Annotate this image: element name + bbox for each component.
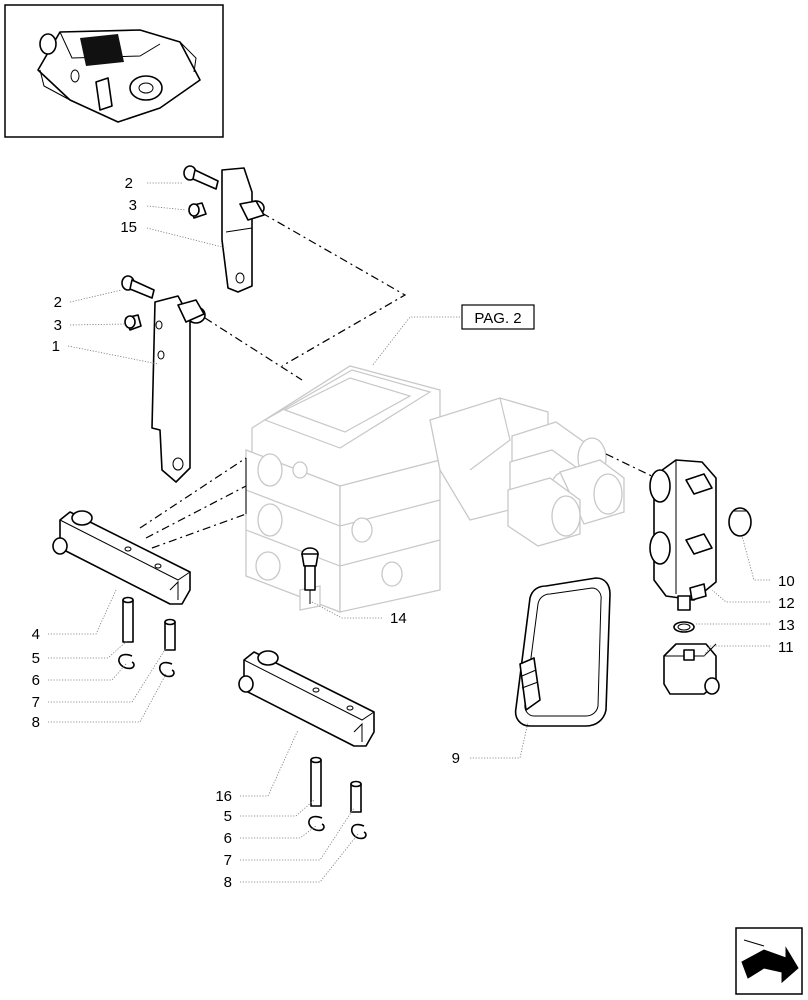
callout-12: 12	[778, 595, 795, 612]
next-page-arrow-icon[interactable]	[735, 927, 803, 995]
callout-8-lower: 8	[224, 874, 232, 891]
screw-2-upper	[183, 165, 219, 190]
bolt-14	[301, 547, 319, 604]
fitting-11	[663, 643, 720, 695]
callout-3-middle: 3	[54, 317, 62, 334]
cap-10	[728, 507, 752, 537]
callout-5-upper: 5	[32, 650, 40, 667]
bracket-1	[151, 295, 206, 483]
pin-7-upper	[164, 618, 176, 651]
callout-2-upper: 2	[125, 175, 133, 192]
page-reference-label: PAG. 2	[474, 310, 521, 327]
clip-6-lower	[308, 815, 325, 832]
callout-7-lower: 7	[224, 852, 232, 869]
callout-10: 10	[778, 573, 795, 590]
callout-4: 4	[32, 626, 40, 643]
callout-labels: 2 3 15 2 3 1 4 5 6 7 8 16 5 6 7 8 14 9 1…	[32, 175, 795, 891]
callout-5-lower: 5	[224, 808, 232, 825]
coupler-block-12	[649, 459, 717, 611]
clip-8-upper	[159, 661, 175, 678]
callout-2-middle: 2	[54, 294, 62, 311]
o-ring-13	[673, 621, 695, 633]
assembly-connection-lines	[139, 212, 661, 549]
callout-9: 9	[452, 750, 460, 767]
callout-16: 16	[215, 788, 232, 805]
callout-11: 11	[778, 639, 794, 656]
pin-5-lower	[310, 756, 322, 807]
clip-6-upper	[118, 653, 135, 670]
callout-3-upper: 3	[129, 197, 137, 214]
lever-4	[52, 510, 191, 605]
valve-block-ghost	[245, 365, 625, 613]
leader-lines	[48, 182, 770, 883]
callout-1: 1	[52, 338, 60, 355]
callout-6-upper: 6	[32, 672, 40, 689]
lever-16	[238, 650, 375, 747]
clip-8-lower	[351, 823, 367, 840]
screw-3-upper	[188, 202, 207, 219]
page-reference-box[interactable]: PAG. 2	[461, 304, 535, 330]
bracket-15	[221, 167, 265, 293]
pin-7-lower	[350, 780, 362, 813]
pin-5-upper	[122, 596, 134, 643]
callout-14: 14	[390, 610, 407, 627]
callout-6-lower: 6	[224, 830, 232, 847]
screw-3-middle	[124, 314, 142, 331]
callout-13: 13	[778, 617, 795, 634]
gasket-9	[514, 577, 611, 727]
callout-7-upper: 7	[32, 694, 40, 711]
screw-2-middle	[121, 275, 155, 299]
assembly-thumbnail-icon	[4, 4, 224, 138]
callout-15: 15	[120, 219, 137, 236]
callout-8-upper: 8	[32, 714, 40, 731]
